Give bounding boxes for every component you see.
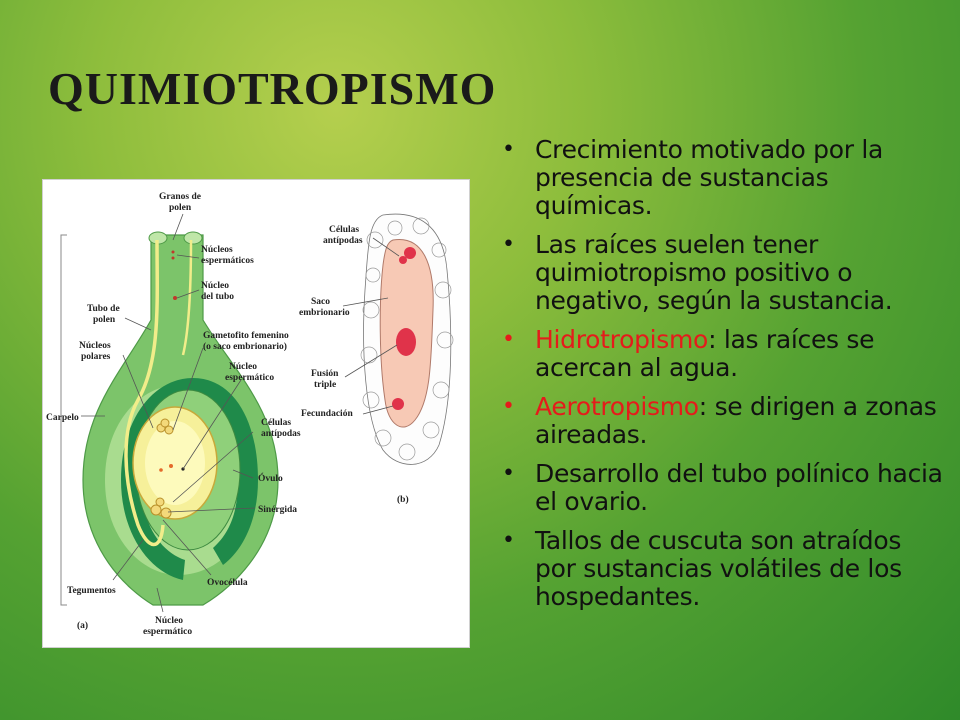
label-carpelo: Carpelo: [46, 413, 79, 423]
label-sinergida: Sinérgida: [258, 505, 297, 515]
label-nucleo-esp-bottom-2: espermático: [143, 627, 192, 637]
label-tubo-polen-1: Tubo de: [87, 304, 120, 314]
bullet-list: • Crecimiento motivado por la presencia d…: [500, 136, 945, 622]
bullet-item: • Tallos de cuscuta son atraídos por sust…: [500, 527, 945, 611]
label-gametofito-1: Gametofito femenino: [203, 331, 289, 341]
label-fecundacion: Fecundación: [301, 409, 353, 419]
label-saco-2: embrionario: [299, 308, 350, 318]
label-tubo-polen-2: polen: [93, 315, 116, 325]
label-fusion-1: Fusión: [311, 369, 339, 379]
bullet-text: Las raíces suelen tener quimiotropismo p…: [535, 230, 893, 315]
bullet-highlight: Aerotropismo: [535, 392, 699, 421]
ovary-diagram-figure: Granos de polen Núcleos espermáticos Núc…: [42, 179, 470, 648]
label-nucleo-tubo-1: Núcleo: [201, 281, 229, 291]
bullet-dot: •: [502, 461, 515, 486]
bullet-dot: •: [502, 137, 515, 162]
bullet-item: • Desarrollo del tubo polínico hacia el o…: [500, 460, 945, 516]
bullet-item: • Aerotropismo: se dirigen a zonas airead…: [500, 393, 945, 449]
embryo-sac-drawing: [342, 213, 454, 465]
bullet-dot: •: [502, 232, 515, 257]
bullet-text: Tallos de cuscuta son atraídos por susta…: [535, 526, 902, 611]
label-panel-a: (a): [77, 620, 88, 631]
carpel-drawing: [60, 213, 279, 613]
label-granos-1: Granos de: [159, 192, 201, 202]
bullet-dot: •: [502, 528, 515, 553]
label-fusion-2: triple: [314, 380, 336, 390]
bullet-text: : las raíces se acercan al agua.: [535, 325, 875, 382]
bullet-item: • Crecimiento motivado por la presencia d…: [500, 136, 945, 220]
label-nucleos-polares-2: polares: [81, 352, 111, 362]
bullet-dot: •: [502, 394, 515, 419]
label-nucleo-esp-bottom-1: Núcleo: [155, 616, 183, 626]
label-nucleo-tubo-2: del tubo: [201, 292, 234, 302]
bullet-highlight: Hidrotropismo: [535, 325, 709, 354]
label-ovulo: Óvulo: [258, 472, 283, 484]
bullet-dot: •: [502, 327, 515, 352]
label-ovocelula: Ovocélula: [207, 578, 248, 588]
slide-title: QUIMIOTROPISMO: [48, 63, 497, 114]
bullet-text: Crecimiento motivado por la presencia de…: [535, 135, 884, 220]
label-granos-2: polen: [169, 203, 192, 213]
diagram-labels-b: Células antípodas Saco embrionario Fusió…: [299, 225, 409, 505]
bullet-item: • Las raíces suelen tener quimiotropismo …: [500, 231, 945, 315]
ovary-diagram-svg: Granos de polen Núcleos espermáticos Núc…: [46, 192, 454, 637]
label-nucleo-esp-2: espermático: [225, 373, 274, 383]
label-celulas-antipodas-a-2: antípodas: [261, 429, 301, 439]
label-tegumentos: Tegumentos: [67, 586, 116, 596]
label-nucleos-polares-1: Núcleos: [79, 341, 111, 351]
bullet-item: • Hidrotropismo: las raíces se acercan al…: [500, 326, 945, 382]
label-celulas-antipodas-b-1: Células: [329, 225, 359, 235]
label-celulas-antipodas-b-2: antípodas: [323, 236, 363, 246]
bullet-text: : se dirigen a zonas aireadas.: [535, 392, 937, 449]
diagram-labels-a: Granos de polen Núcleos espermáticos Núc…: [46, 192, 301, 637]
label-nucleos-esp-2: espermáticos: [201, 256, 254, 266]
label-gametofito-2: (o saco embrionario): [203, 341, 287, 352]
label-nucleos-esp-1: Núcleos: [201, 245, 233, 255]
label-nucleo-esp-1: Núcleo: [229, 362, 257, 372]
label-panel-b: (b): [397, 494, 409, 505]
label-celulas-antipodas-a-1: Células: [261, 418, 291, 428]
label-saco-1: Saco: [311, 297, 330, 307]
bullet-text: Desarrollo del tubo polínico hacia el ov…: [535, 459, 943, 516]
